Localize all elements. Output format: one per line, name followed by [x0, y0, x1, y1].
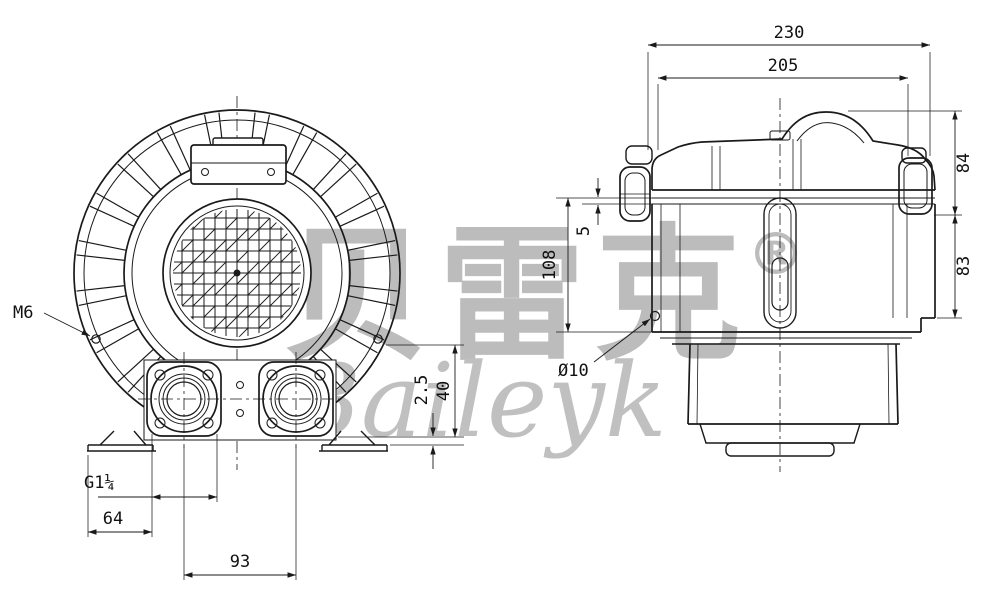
flange-bolt	[314, 369, 326, 381]
dim-83-label: 83	[954, 256, 974, 276]
motor-right-edge	[895, 343, 899, 425]
dim-84-label: 84	[954, 153, 974, 173]
center-screw-bottom	[236, 409, 244, 417]
right-latch-body	[898, 157, 933, 215]
motor-left-edge	[687, 343, 691, 425]
flange-bolt	[154, 417, 166, 429]
side-view	[619, 98, 936, 472]
center-screw-top	[236, 381, 244, 389]
terminal-box	[190, 144, 287, 185]
center-slot-outer	[763, 197, 797, 329]
left-latch-hook	[625, 145, 653, 165]
watermark-cjk-text: 贝雷克	[283, 211, 751, 381]
right-latch-hook	[901, 147, 927, 164]
flange-bolt	[266, 369, 278, 381]
motor-rib	[887, 343, 890, 425]
top-boss	[769, 130, 791, 141]
dim-40-label: 40	[434, 381, 454, 401]
flange-mask	[143, 359, 337, 441]
flange-hole	[649, 310, 661, 322]
front-view-dimensions: M6 G1¼ 64 93 40 2.5	[13, 303, 464, 580]
top-cover-profile	[651, 111, 936, 191]
terminal-box-screw	[267, 168, 275, 176]
center-slot-inner	[768, 203, 792, 323]
left-foot	[87, 430, 156, 452]
bottom-cap	[725, 442, 835, 457]
dim-230-label: 230	[774, 23, 805, 43]
flange-bolt	[154, 369, 166, 381]
motor-rib	[696, 343, 699, 425]
hole-label: Ø10	[558, 361, 589, 381]
right-foot	[319, 430, 388, 452]
dim-64-label: 64	[103, 509, 123, 529]
dim-108-label: 108	[540, 250, 560, 281]
flange-bolt	[202, 417, 214, 429]
flange-bolt	[314, 417, 326, 429]
thread-leader	[43, 312, 91, 337]
flange-bolt	[266, 417, 278, 429]
dim-93-label: 93	[230, 552, 250, 572]
port-thread-label: G1¼	[84, 473, 115, 493]
flange-bolt	[202, 369, 214, 381]
side-view-dimensions: 230 205 84 83 108 5 Ø10	[540, 23, 974, 381]
dim-2_5-label: 2.5	[412, 375, 432, 406]
handle-inner-line	[796, 122, 865, 144]
dim-205-label: 205	[768, 56, 799, 76]
front-view	[73, 96, 401, 470]
terminal-box-screw	[201, 168, 209, 176]
dim-5-label: 5	[574, 226, 594, 236]
center-slot-capsule	[771, 257, 789, 311]
mounting-lug-left	[91, 334, 101, 344]
grille-inner-circle	[169, 205, 305, 341]
right-latch-inner	[903, 163, 928, 209]
watermark-latin-text: Baileyk	[286, 342, 667, 461]
mounting-lug-right	[373, 334, 383, 344]
thread-label: M6	[13, 303, 33, 323]
hole-leader	[593, 318, 651, 363]
shaft-center-dot	[233, 269, 241, 277]
